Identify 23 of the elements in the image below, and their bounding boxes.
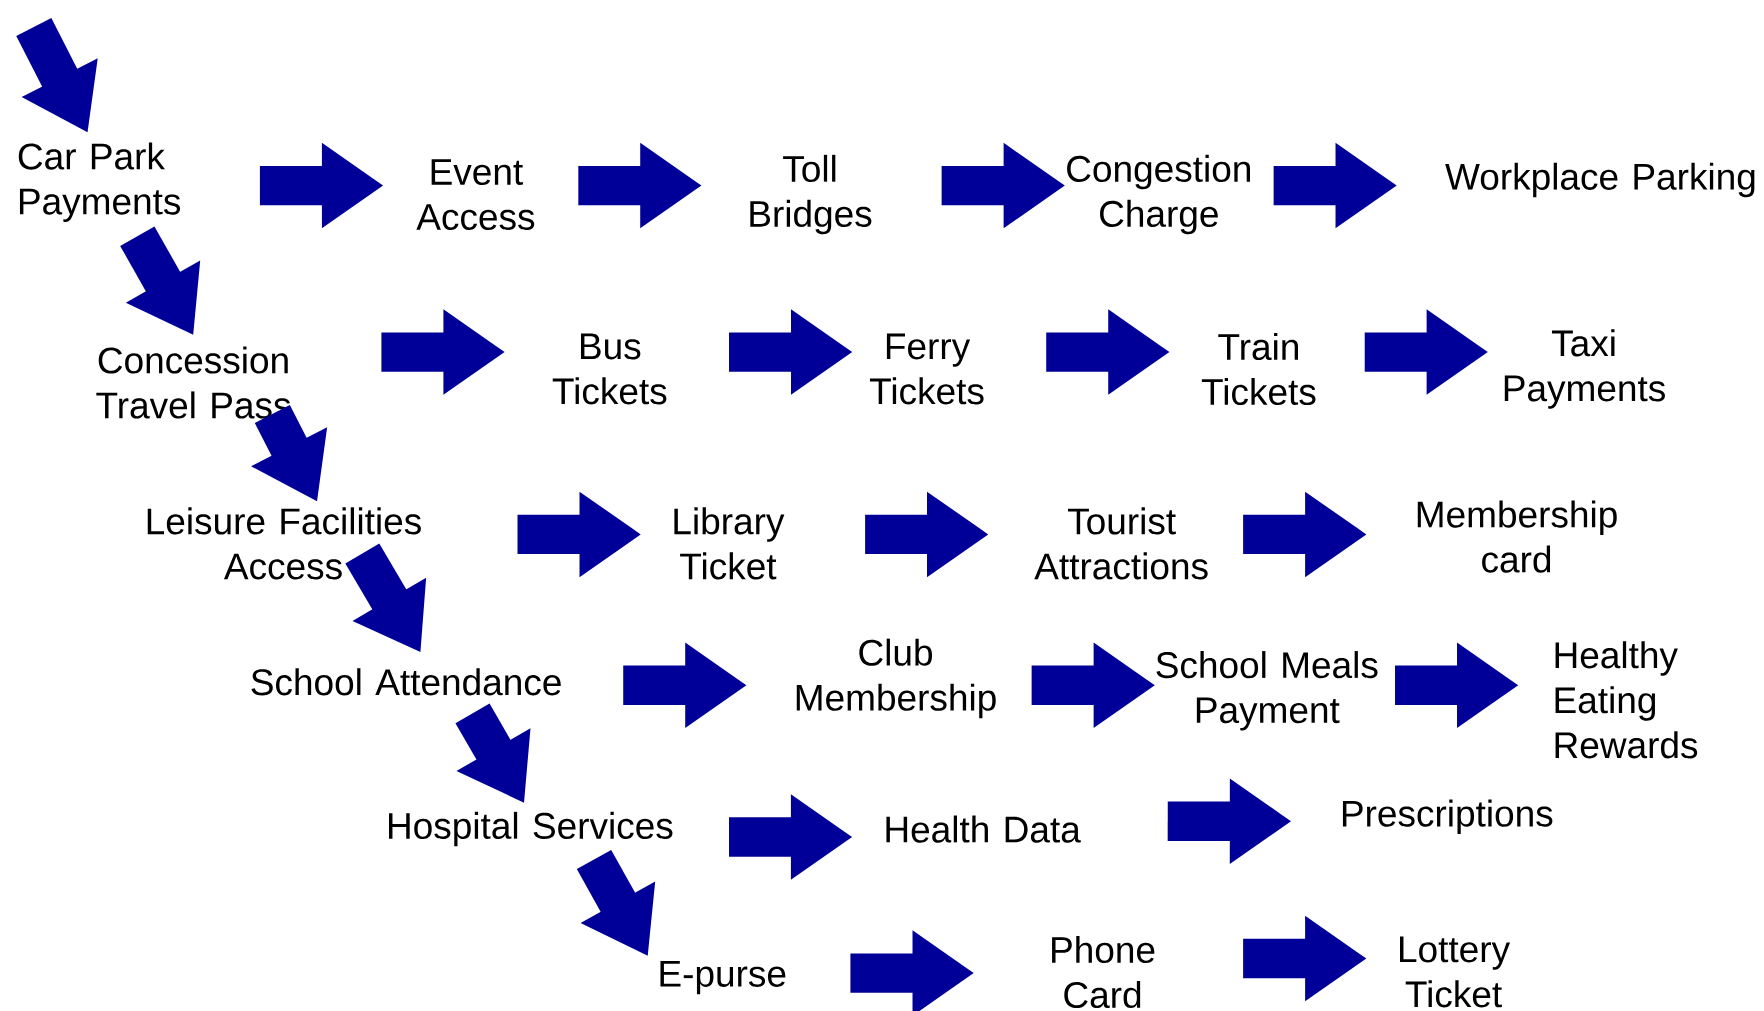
item-label: Healthy Eating Rewards — [1555, 641, 1698, 759]
item-label: School Meals Payment — [1156, 651, 1378, 731]
item-label: Taxi Payments — [1504, 329, 1665, 409]
item-label: Prescriptions — [1342, 799, 1553, 835]
item-label: E-purse — [660, 961, 786, 995]
item-label: Leisure Facilities Access — [147, 507, 421, 580]
item-label: Club Membership — [796, 638, 996, 719]
item-label: Library Ticket — [674, 507, 785, 580]
item-label: Lottery Ticket — [1400, 936, 1510, 1008]
item-label: School Attendance — [251, 668, 561, 696]
item-label: Health Data — [886, 815, 1081, 843]
item-label: Ferry Tickets — [869, 333, 984, 405]
item-label: Congestion Charge — [1067, 154, 1250, 235]
item-label: Event Access — [416, 159, 535, 231]
item-label: Train Tickets — [1201, 332, 1316, 406]
item-label: Workplace Parking — [1445, 162, 1755, 198]
item-label: Hospital Services — [389, 811, 673, 847]
item-label: Membership card — [1417, 500, 1617, 573]
item-label: Car Park Payments — [18, 142, 181, 222]
item-label: Tourist Attractions — [1034, 507, 1208, 580]
item-label: Phone Card — [1052, 935, 1155, 1009]
item-label: Toll Bridges — [750, 154, 872, 235]
item-label: Bus Tickets — [552, 333, 667, 405]
